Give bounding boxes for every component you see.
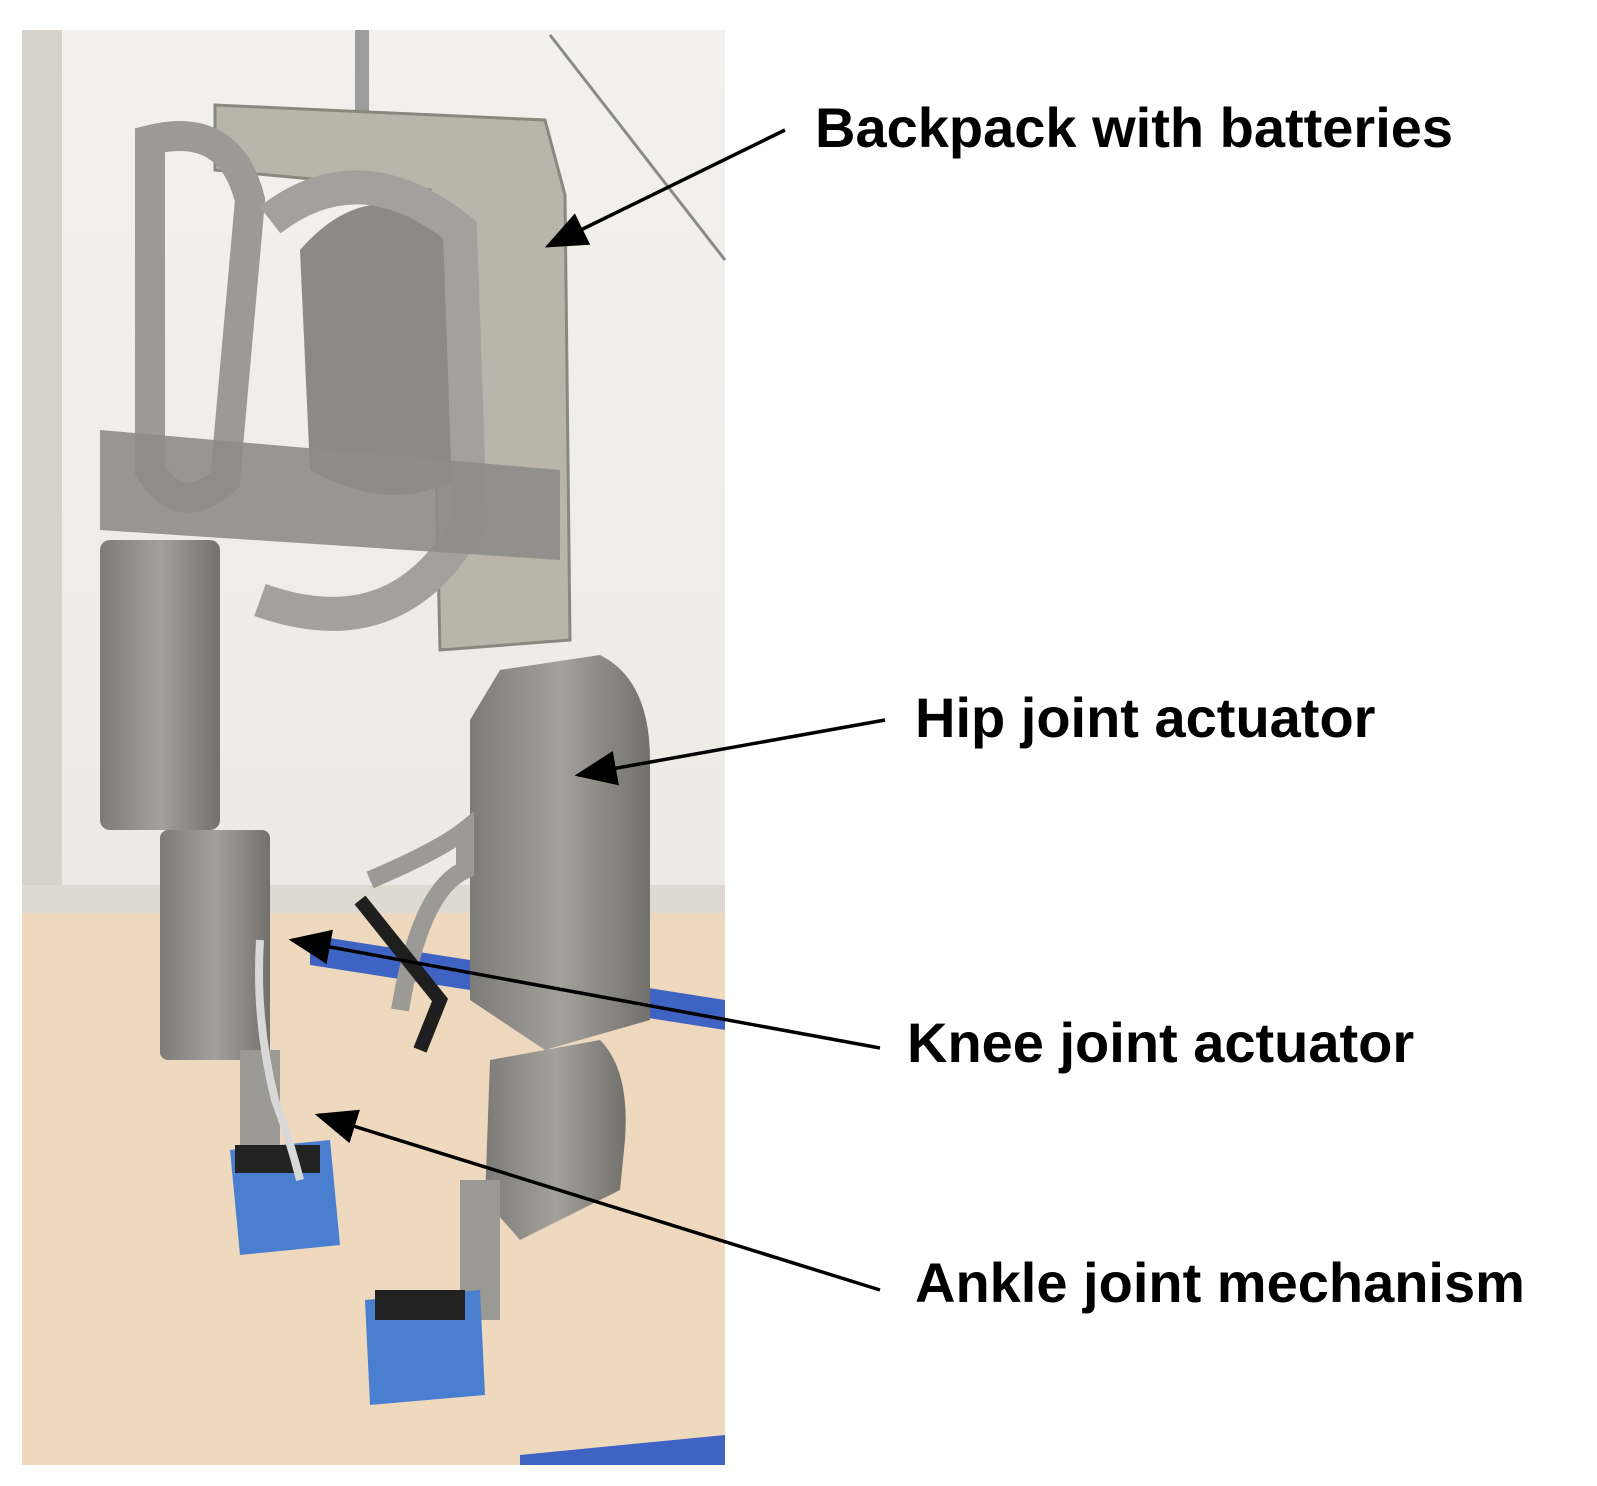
left-knee-actuator [160, 830, 270, 1060]
left-leg [100, 540, 340, 1255]
thigh-strap [354, 895, 449, 1053]
right-leg [354, 655, 650, 1405]
arrow-ankle [314, 1109, 881, 1292]
backpack-cushion [300, 204, 470, 495]
left-foot-strap [235, 1145, 320, 1173]
wiring-bundle [255, 939, 304, 1181]
label-ankle-joint: Ankle joint mechanism [915, 1251, 1525, 1314]
thigh-cuff [366, 811, 474, 1012]
label-backpack: Backpack with batteries [815, 96, 1454, 159]
right-knee-actuator [485, 1040, 626, 1240]
blue-floor-strip-bottom [520, 1435, 725, 1465]
hip-belt [100, 430, 560, 560]
arrow-knee [288, 929, 881, 1050]
annotation-arrows [288, 128, 886, 1292]
arrow-backpack [544, 128, 786, 248]
arrow-hip [574, 718, 886, 786]
photo [22, 30, 727, 1465]
left-hip-actuator [100, 540, 220, 830]
label-knee-joint: Knee joint actuator [907, 1011, 1415, 1074]
label-hip-joint: Hip joint actuator [915, 686, 1376, 749]
right-foot-strap [375, 1290, 465, 1320]
hanging-cable [548, 34, 727, 261]
